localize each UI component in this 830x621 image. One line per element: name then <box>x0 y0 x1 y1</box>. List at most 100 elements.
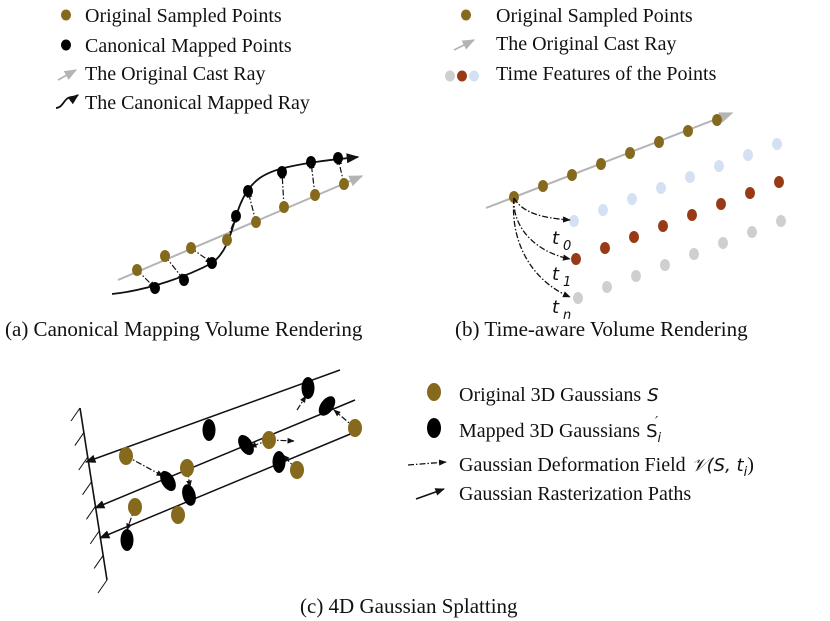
canonical-mapped-point <box>179 274 189 286</box>
original-sampled-point <box>279 201 289 213</box>
svg-text:t: t <box>552 228 560 249</box>
canonical-mapped-point <box>277 166 287 178</box>
legend-a-original-points: Original Sampled Points <box>85 5 282 27</box>
original-sampled-point <box>596 158 606 170</box>
plane-hatch <box>89 530 100 545</box>
original-gaussian <box>262 431 276 449</box>
original-sampled-point <box>567 169 577 181</box>
caption-b: (b) Time-aware Volume Rendering <box>455 317 748 341</box>
plane-hatch <box>70 407 81 422</box>
curve-arrow-icon <box>55 94 79 109</box>
mapped-gaussian <box>202 419 216 441</box>
plane-hatch <box>93 555 104 569</box>
original-sampled-point <box>310 189 320 201</box>
original-gaussian <box>180 459 194 477</box>
time-feature-point <box>627 193 637 205</box>
original-gaussian <box>171 506 185 524</box>
deformation-arrow <box>296 395 307 411</box>
time-feature-point <box>600 242 610 254</box>
plane-hatch <box>78 456 89 471</box>
legend-b-time-features: Time Features of the Points <box>496 63 717 85</box>
time-feature-point <box>689 248 699 260</box>
gray-arrow-icon <box>453 39 476 51</box>
time-feature-point <box>573 292 583 304</box>
black-ellipse-icon <box>427 418 441 438</box>
time-query-arrows <box>512 197 571 298</box>
original-gaussian <box>119 447 133 465</box>
svg-text:n: n <box>563 308 571 323</box>
time-feature-point <box>687 209 697 221</box>
original-sampled-point <box>625 147 635 159</box>
original-sampled-point <box>654 136 664 148</box>
time-feature-point <box>745 187 755 199</box>
time-label-t0: t 0 <box>552 228 571 254</box>
time-feature-point <box>747 226 757 238</box>
time-feature-point <box>571 253 581 265</box>
original-gaussian <box>348 419 362 437</box>
original-sampled-point <box>538 180 548 192</box>
original-sampled-point <box>251 216 261 228</box>
caption-c: (c) 4D Gaussian Splatting <box>300 594 518 618</box>
canonical-mapped-point <box>150 282 160 294</box>
caption-a: (a) Canonical Mapping Volume Rendering <box>5 317 363 341</box>
mapped-gaussian <box>318 396 336 416</box>
time-feature-point <box>658 220 668 232</box>
gray-arrow-icon <box>57 69 78 81</box>
original-sampled-point <box>339 178 349 190</box>
time-feature-point <box>631 270 641 282</box>
canonical-mapped-ray <box>111 153 360 295</box>
time-feature-point <box>602 281 612 293</box>
original-sampled-point <box>509 191 519 203</box>
plane-hatch <box>97 579 108 594</box>
panel-b-legend: Original Sampled Points The Original Cas… <box>445 5 717 85</box>
olive-dot-icon <box>461 9 471 21</box>
time-feature-point <box>743 149 753 161</box>
original-sampled-point <box>712 114 722 126</box>
legend-c-rasterization-paths: Gaussian Rasterization Paths <box>459 483 691 505</box>
original-cast-ray <box>117 175 364 281</box>
svg-text:t: t <box>552 264 560 285</box>
image-plane <box>70 407 108 594</box>
canonical-mapped-point <box>243 185 253 197</box>
mapped-gaussian <box>182 484 196 506</box>
time-feature-point <box>714 160 724 172</box>
canonical-mapped-point <box>333 152 343 164</box>
panel-b-diagram: t 0 t 1 t n <box>485 112 786 323</box>
canonical-mapped-point <box>231 210 241 222</box>
canonical-mapped-point <box>207 257 217 269</box>
mapped-gaussian <box>120 529 134 551</box>
time-label-tn: t n <box>552 297 571 323</box>
panel-a-diagram <box>111 152 364 295</box>
original-sampled-point <box>683 125 693 137</box>
olive-ellipse-icon <box>427 383 441 401</box>
legend-a-mapped-points: Canonical Mapped Points <box>85 35 292 57</box>
time-feature-point <box>774 176 784 188</box>
mapped-gaussian <box>301 377 315 399</box>
legend-a-cast-ray: The Original Cast Ray <box>85 63 266 85</box>
legend-a-mapped-ray: The Canonical Mapped Ray <box>85 92 310 114</box>
svg-text:t: t <box>552 297 560 318</box>
time-feature-dots-icon <box>445 70 479 82</box>
legend-b-cast-ray: The Original Cast Ray <box>496 33 677 55</box>
original-sampled-point <box>132 264 142 276</box>
plane-hatch <box>74 432 85 446</box>
time-feature-point <box>569 215 579 227</box>
time-feature-point <box>685 171 695 183</box>
original-sampled-point <box>222 234 232 246</box>
time-feature-point <box>660 259 670 271</box>
original-sampled-point <box>160 250 170 262</box>
legend-b-original-points: Original Sampled Points <box>496 5 693 27</box>
time-feature-point <box>776 215 786 227</box>
time-feature-point <box>629 231 639 243</box>
rasterization-paths <box>85 369 361 539</box>
original-cast-ray <box>485 112 734 209</box>
canonical-mapped-point <box>306 156 316 168</box>
black-arrow-icon <box>415 488 445 500</box>
mapped-gaussian <box>238 434 254 456</box>
